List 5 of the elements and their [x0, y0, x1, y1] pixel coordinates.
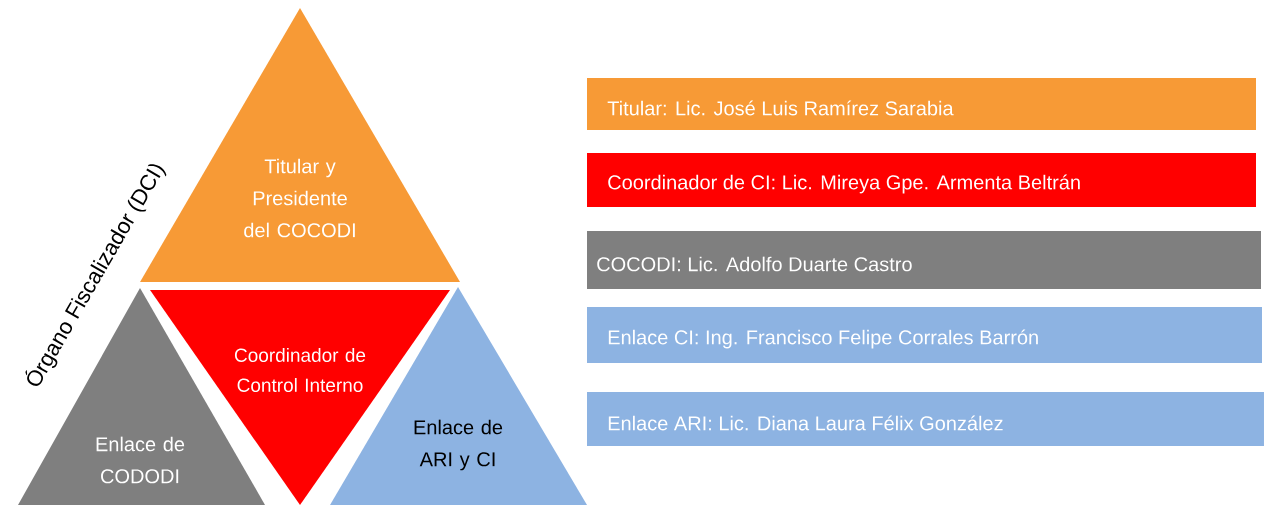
- name-bar: Titular: Lic. José Luis Ramírez Sarabia: [587, 78, 1256, 130]
- name-bar: Enlace ARI: Lic. Diana Laura Félix González: [587, 392, 1264, 446]
- name-bar: COCODI: Lic. Adolfo Duarte Castro: [587, 231, 1261, 289]
- name-bar: Enlace CI: Ing. Francisco Felipe Corrales Barrón: [587, 307, 1262, 363]
- name-bar: Coordinador de CI: Lic. Mireya Gpe. Armenta Beltrán: [587, 153, 1256, 207]
